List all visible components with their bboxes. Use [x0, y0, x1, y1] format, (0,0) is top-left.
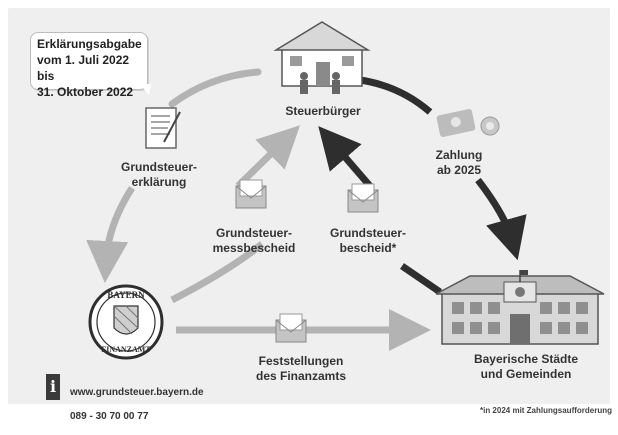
declaration-label: Grundsteuer- erklärung [120, 160, 197, 189]
deadline-callout: Erklärungsabgabe vom 1. Juli 2022 bis 31… [30, 32, 148, 99]
arrow-declaration-to-citizen [168, 68, 262, 108]
citizen-house-icon [273, 21, 371, 94]
arrow-messbescheid-to-citizen [235, 125, 301, 189]
tax-form-icon [145, 107, 181, 149]
money-icon [436, 109, 500, 137]
infographic: BAYERN FINANZAMT Erklärungsabgabe vom 1.… [8, 8, 612, 422]
assessment-notice-label: Grundsteuer- messbescheid [212, 226, 296, 255]
callout-tail [140, 84, 151, 95]
municipalities-label: Bayerische Städte und Gemeinden [473, 352, 579, 381]
contact-info: www.grundsteuer.bayern.de 089 - 30 70 00… [70, 375, 204, 435]
citizen-label: Steuerbürger [285, 104, 361, 118]
tax-office-seal-icon [88, 284, 164, 360]
payment-label: Zahlung ab 2025 [435, 148, 483, 177]
envelope-icon-messbescheid [235, 179, 267, 209]
flow-diagram: BAYERN FINANZAMT [86, 21, 605, 360]
contact-phone: 089 - 30 70 00 77 [70, 411, 149, 422]
arrow-citizen-to-payment [359, 76, 433, 115]
arrow-declaration-to-taxoffice [86, 186, 135, 283]
seal-text-bottom: FINANZAMT [101, 345, 151, 354]
envelope-icon-findings [275, 313, 307, 343]
findings-label: Feststellungen des Finanzamts [255, 354, 347, 383]
envelope-icon-bescheid [347, 183, 379, 213]
arrow-municipalities-to-bescheid [400, 263, 442, 295]
town-hall-icon [435, 270, 605, 345]
arrow-bescheid-to-citizen [318, 126, 373, 189]
tax-notice-label: Grundsteuer- bescheid* [329, 226, 406, 255]
footnote: *in 2024 mit Zahlungsaufforderung [479, 406, 612, 415]
arrow-payment-to-municipalities [475, 177, 527, 261]
seal-text-top: BAYERN [107, 290, 145, 300]
info-icon: i [46, 374, 60, 400]
contact-url[interactable]: www.grundsteuer.bayern.de [70, 387, 204, 398]
arrow-taxoffice-to-messbescheid [170, 241, 265, 304]
